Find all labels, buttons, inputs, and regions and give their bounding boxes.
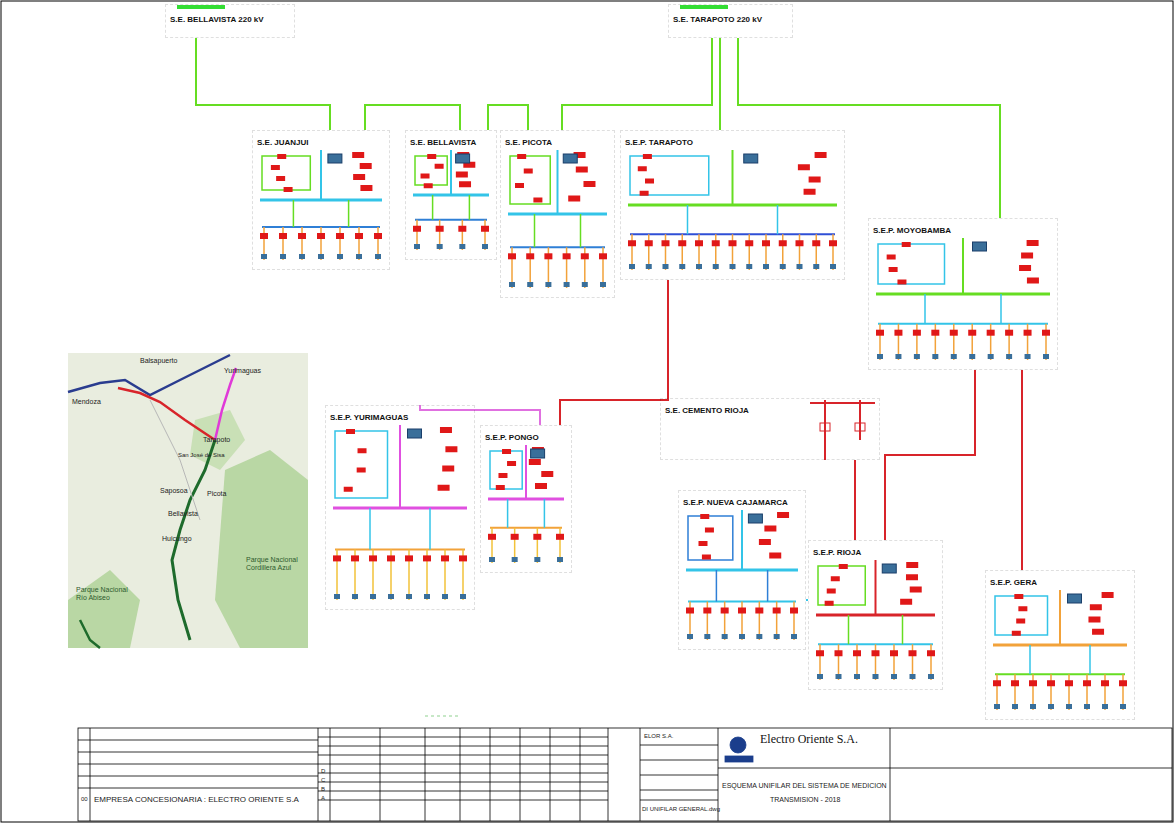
map-place-name: Mendoza: [72, 398, 101, 406]
substation-box: S.E.P. NUEVA CAJAMARCA: [678, 490, 806, 650]
transmission-line: [196, 38, 330, 130]
substation-name: S.E.P. YURIMAGUAS: [328, 413, 410, 422]
title-block-text: B: [321, 786, 325, 793]
title-block-text: TRANSMISION - 2018: [770, 796, 840, 804]
map-place-name: Bellavista: [168, 510, 198, 518]
substation-symbols: [413, 150, 489, 250]
busbar-node: S.E. TARAPOTO 220 kV: [668, 4, 793, 38]
substation-symbols: [810, 400, 875, 460]
substation-name: S.E. PICOTA: [503, 138, 554, 147]
map-place-name: Tarapoto: [203, 436, 230, 444]
transmission-line: [365, 105, 460, 130]
substation-box: S.E.P. GERA: [985, 570, 1135, 720]
transmission-line: [854, 460, 856, 540]
substation-box: S.E.P. YURIMAGUAS: [325, 405, 475, 610]
map-place-name: Parque Nacional Río Abiseo: [76, 586, 131, 601]
substation-symbols: [680, 5, 728, 9]
substation-box: S.E.P. PONGO: [480, 425, 572, 573]
title-block-text: C: [321, 777, 325, 784]
transmission-line: [420, 405, 540, 425]
substation-box: S.E.P. MOYOBAMBA: [868, 218, 1058, 370]
substation-symbols: [488, 445, 564, 563]
substation-name: S.E.P. TARAPOTO: [623, 138, 695, 147]
map-place-name: Balsapuerto: [140, 357, 177, 365]
transmission-line: [562, 38, 712, 130]
substation-name: S.E. CEMENTO RIOJA: [663, 406, 751, 415]
substation-symbols: [628, 150, 837, 270]
substation-name: S.E. TARAPOTO 220 kV: [671, 15, 764, 24]
substation-symbols: [993, 590, 1127, 710]
title-block-text: EMPRESA CONCESIONARIA : ELECTRO ORIENTE …: [94, 796, 299, 805]
map-place-name: Yurimaguas: [224, 367, 261, 375]
substation-name: S.E. JUANJUI: [255, 138, 311, 147]
map-place-name: San José de Sisa: [178, 452, 225, 459]
substation-symbols: [333, 425, 467, 600]
busbar: [680, 5, 728, 9]
title-block-text: DI UNIFILAR GENERAL.dwg: [642, 806, 720, 813]
busbar: [177, 5, 225, 9]
substation-name: S.E.P. MOYOBAMBA: [871, 226, 953, 235]
substation-name: S.E.P. PONGO: [483, 433, 541, 442]
title-block-text: D: [321, 768, 325, 775]
title-block-text: ELOR S.A.: [644, 733, 673, 740]
transmission-line: [1021, 370, 1023, 570]
transmission-line: [738, 38, 1000, 218]
dashed-mark: [425, 716, 460, 717]
substation-symbols: [177, 5, 225, 9]
substation-box: S.E.P. RIOJA: [808, 540, 943, 690]
busbar-node: S.E. BELLAVISTA 220 kV: [165, 4, 295, 38]
title-block-text: ESQUEMA UNIFILAR DEL SISTEMA DE MEDICION: [722, 782, 887, 790]
substation-name: S.E. BELLAVISTA: [408, 138, 478, 147]
substation-symbols: [686, 510, 798, 640]
map-place-name: Parque Nacional Cordillera Azul: [246, 556, 304, 571]
substation-name: S.E.P. GERA: [988, 578, 1039, 587]
title-block-text: Electro Oriente S.A.: [760, 733, 858, 746]
substation-box: S.E. JUANJUI: [252, 130, 390, 270]
substation-name: S.E.P. RIOJA: [811, 548, 863, 557]
transmission-line: [885, 370, 975, 540]
substation-box: S.E. PICOTA: [500, 130, 615, 298]
substation-symbols: [816, 560, 935, 680]
substation-name: S.E.P. NUEVA CAJAMARCA: [681, 498, 790, 507]
map-place-name: Picota: [207, 490, 226, 498]
map-place-name: Saposoa: [160, 487, 188, 495]
substation-box: S.E. BELLAVISTA: [405, 130, 497, 260]
location-map: [68, 353, 308, 648]
substation-symbols: [260, 150, 382, 260]
substation-name: S.E. BELLAVISTA 220 kV: [168, 15, 266, 24]
title-block-text: A: [321, 795, 325, 802]
substation-symbols: [508, 150, 607, 288]
map-place-name: Huicungo: [162, 535, 192, 543]
title-block-text: 00: [81, 796, 88, 803]
substation-symbols: [876, 238, 1050, 360]
transmission-line: [719, 38, 721, 130]
transmission-line: [488, 105, 528, 130]
substation-box: S.E.P. TARAPOTO: [620, 130, 845, 280]
title-block: [78, 728, 1172, 821]
transmission-line: [560, 280, 668, 425]
substation-box: S.E. CEMENTO RIOJA: [660, 398, 880, 460]
